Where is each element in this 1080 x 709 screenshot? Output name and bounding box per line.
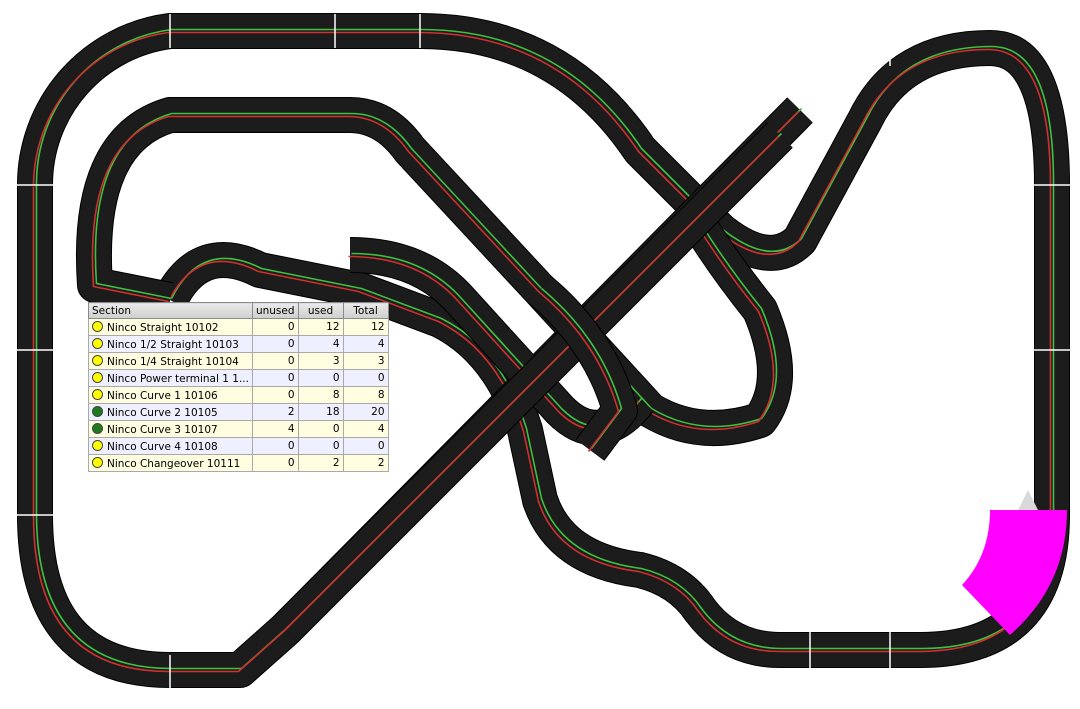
row-used: 0 (297, 369, 344, 387)
row-used: 4 (297, 335, 344, 353)
table-row[interactable]: Ninco 1/2 Straight 10103 0 4 4 (88, 335, 389, 353)
lane-inner-line (537, 290, 620, 452)
table-header-row: Section unused used Total (88, 302, 389, 319)
status-dot-icon (92, 439, 103, 451)
row-unused: 0 (251, 437, 299, 455)
selected-changeover-piece[interactable] (962, 510, 1067, 635)
table-row[interactable]: Ninco 1/4 Straight 10104 0 3 3 (88, 352, 389, 370)
table-row[interactable]: Ninco Curve 1 10106 0 8 8 (88, 386, 389, 404)
table-row[interactable]: Ninco Curve 4 10108 0 0 0 (88, 437, 389, 455)
lane-inner-line (282, 135, 780, 633)
column-header-total[interactable]: Total (342, 302, 389, 319)
row-unused: 0 (251, 335, 299, 353)
status-dot-icon (92, 422, 103, 434)
row-used: 18 (297, 403, 344, 421)
lane-outer-line (540, 287, 623, 449)
status-dot-icon (92, 337, 103, 349)
table-row[interactable]: Ninco Curve 2 10105 2 18 20 (88, 403, 389, 421)
row-section-name: Ninco 1/4 Straight 10104 (107, 355, 239, 368)
row-total: 4 (342, 335, 389, 353)
row-unused: 0 (251, 318, 299, 336)
lane-outer-line (35, 28, 1055, 650)
row-unused: 2 (251, 403, 299, 421)
status-dot-icon (92, 371, 103, 383)
row-used: 0 (297, 437, 344, 455)
row-section-name: Ninco Power terminal 1 1... (107, 372, 249, 385)
row-section-name: Ninco Changeover 10111 (107, 457, 241, 470)
row-section-name: Ninco Curve 3 10107 (107, 423, 218, 436)
track-highlight[interactable] (962, 490, 1067, 635)
lane-inner-line (91, 115, 775, 431)
row-section-name: Ninco Curve 1 10106 (107, 389, 218, 402)
row-unused: 0 (251, 454, 299, 472)
column-header-unused[interactable]: unused (251, 302, 299, 319)
row-total: 3 (342, 352, 389, 370)
start-arrow-icon (1018, 490, 1038, 510)
row-total: 4 (342, 420, 389, 438)
row-section-name: Ninco Curve 2 10105 (107, 406, 218, 419)
status-dot-icon (92, 320, 103, 332)
track-surface (528, 276, 637, 461)
status-dot-icon (92, 388, 103, 400)
row-total: 0 (342, 369, 389, 387)
table-row[interactable]: Ninco Power terminal 1 1... 0 0 0 (88, 369, 389, 387)
row-unused: 0 (251, 386, 299, 404)
row-unused: 0 (251, 352, 299, 370)
row-section-name: Ninco 1/2 Straight 10103 (107, 338, 239, 351)
column-header-used[interactable]: used (297, 302, 344, 319)
row-total: 12 (342, 318, 389, 336)
parts-count-table: Section unused used Total Ninco Straight… (88, 302, 389, 472)
row-unused: 4 (251, 420, 299, 438)
row-total: 0 (342, 437, 389, 455)
row-used: 2 (297, 454, 344, 472)
track-inner-loop[interactable] (76, 97, 793, 643)
table-row[interactable]: Ninco Changeover 10111 0 2 2 (88, 454, 389, 472)
lane-outer-line (35, 107, 803, 670)
row-used: 0 (297, 420, 344, 438)
table-row[interactable]: Ninco Straight 10102 0 12 12 (88, 318, 389, 336)
row-unused: 0 (251, 369, 299, 387)
table-row[interactable]: Ninco Curve 3 10107 4 0 4 (88, 420, 389, 438)
column-header-section[interactable]: Section (88, 302, 253, 319)
row-total: 20 (342, 403, 389, 421)
row-used: 3 (297, 352, 344, 370)
section-joints (0, 14, 1070, 689)
status-dot-icon (92, 405, 103, 417)
status-dot-icon (92, 456, 103, 468)
row-total: 2 (342, 454, 389, 472)
lane-inner-line (32, 110, 800, 673)
lane-inner-line (32, 31, 1052, 653)
row-section-name: Ninco Straight 10102 (107, 321, 219, 334)
row-used: 8 (297, 386, 344, 404)
row-used: 12 (297, 318, 344, 336)
status-dot-icon (92, 354, 103, 366)
row-section-name: Ninco Curve 4 10108 (107, 440, 218, 453)
row-total: 8 (342, 386, 389, 404)
